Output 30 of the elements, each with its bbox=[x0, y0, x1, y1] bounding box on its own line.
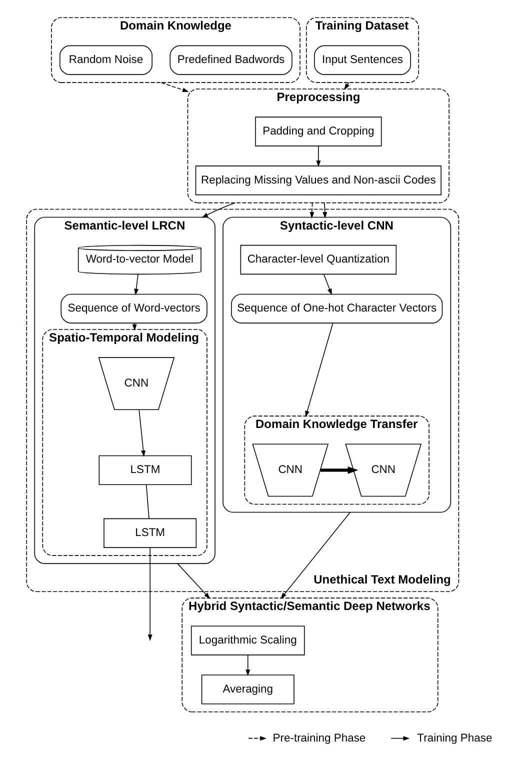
arrow bbox=[280, 512, 350, 599]
legend-label: Pre-training Phase bbox=[272, 732, 366, 744]
arrow bbox=[245, 654, 250, 676]
arrow bbox=[138, 409, 146, 457]
arrow bbox=[304, 322, 333, 418]
node-box: Random Noise bbox=[59, 45, 152, 75]
node-box: LSTM bbox=[103, 518, 196, 548]
node-box: Sequence of One-hot Character Vectors bbox=[230, 294, 442, 324]
node-box: Character-level Quantization bbox=[240, 244, 396, 275]
arrow bbox=[147, 547, 152, 641]
node-box: Predefined Badwords bbox=[169, 45, 292, 75]
arrow bbox=[322, 202, 327, 218]
node-box: Replacing Missing Values and Non-ascii Codes bbox=[194, 166, 441, 196]
node-box: Logarithmic Scaling bbox=[190, 626, 304, 656]
node-box: Padding and Cropping bbox=[254, 116, 382, 146]
arrow bbox=[320, 466, 358, 474]
arrow bbox=[132, 322, 136, 331]
arrow bbox=[309, 202, 314, 218]
node-box: LSTM bbox=[98, 455, 192, 485]
arrow bbox=[176, 563, 210, 599]
arrow bbox=[201, 202, 235, 218]
arrow bbox=[160, 82, 188, 92]
legend-label: Training Phase bbox=[416, 732, 492, 744]
arrow bbox=[134, 274, 138, 296]
arrow bbox=[316, 146, 320, 167]
node-box: Sequence of Word-vectors bbox=[60, 294, 207, 324]
connector bbox=[145, 484, 149, 520]
arrow bbox=[322, 274, 332, 296]
node-box: Averaging bbox=[200, 674, 294, 704]
node-box: Input Sentences bbox=[314, 45, 410, 75]
